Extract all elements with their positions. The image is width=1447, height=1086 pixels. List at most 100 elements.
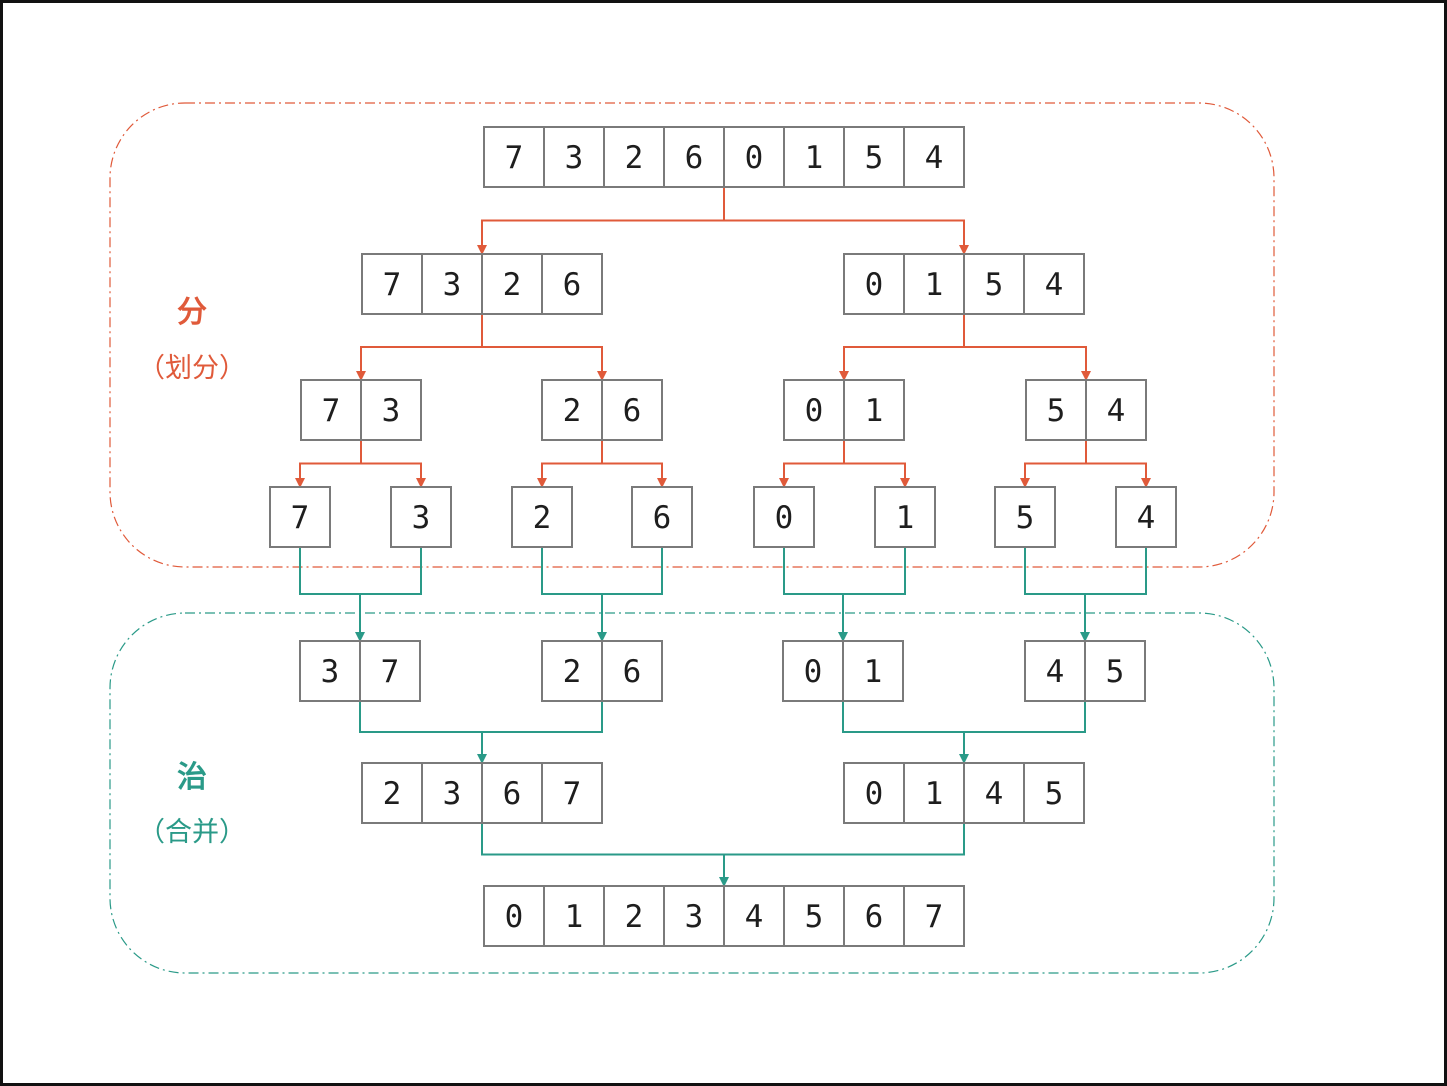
divide-arrow [839, 314, 965, 381]
cell-value: 4 [1107, 393, 1126, 429]
cell-value: 5 [1047, 393, 1066, 429]
divide-arrow [537, 440, 603, 488]
merge-connector [842, 701, 1086, 733]
divide-arrow [477, 187, 725, 255]
merge-connector [783, 547, 906, 595]
divide-array: 5 [994, 486, 1056, 548]
cell-value: 1 [805, 140, 824, 176]
array-cell [483, 126, 545, 188]
cell-value: 0 [745, 140, 764, 176]
array-cell [1025, 379, 1087, 441]
cell-value: 0 [865, 267, 884, 303]
array-cell [903, 126, 965, 188]
cell-value: 0 [865, 776, 884, 812]
cell-value: 0 [775, 500, 794, 536]
divide-array: 1 [874, 486, 936, 548]
cell-value: 1 [565, 899, 584, 935]
array-cell [963, 253, 1025, 315]
array-cell [903, 885, 965, 947]
connectors [295, 187, 1151, 887]
cell-value: 3 [412, 500, 431, 536]
cell-value: 5 [1106, 654, 1125, 690]
cell-value: 7 [381, 654, 400, 690]
array-cell [723, 126, 785, 188]
cell-value: 2 [563, 393, 582, 429]
cell-value: 3 [321, 654, 340, 690]
cell-value: 7 [322, 393, 341, 429]
cell-value: 6 [653, 500, 672, 536]
array-cell [421, 253, 483, 315]
divide-arrow [295, 440, 362, 488]
array-cell [603, 126, 665, 188]
cell-value: 7 [505, 140, 524, 176]
cell-value: 4 [1137, 500, 1156, 536]
cell-value: 5 [1016, 500, 1035, 536]
cell-value: 2 [625, 899, 644, 935]
array-cell [481, 762, 543, 824]
array-cell [663, 885, 725, 947]
array-cell [601, 379, 663, 441]
array-cell [843, 253, 905, 315]
cell-value: 4 [925, 140, 944, 176]
divide-array: 7 [269, 486, 331, 548]
cell-value: 3 [685, 899, 704, 935]
cell-value: 6 [563, 267, 582, 303]
divide-arrow [779, 440, 845, 488]
cell-value: 2 [383, 776, 402, 812]
divide-arrow [356, 314, 483, 381]
merge-connector [481, 823, 965, 856]
divide-arrow [482, 346, 607, 381]
cell-value: 7 [925, 899, 944, 935]
array-cell [1023, 253, 1085, 315]
cell-value: 1 [925, 776, 944, 812]
cell-value: 3 [443, 776, 462, 812]
divide-arrow [844, 462, 910, 488]
conquer-region [109, 612, 1275, 974]
cell-value: 1 [864, 654, 883, 690]
cell-value: 5 [1045, 776, 1064, 812]
array-cell [783, 885, 845, 947]
cell-value: 7 [291, 500, 310, 536]
array-cell [843, 126, 905, 188]
divide-arrow [724, 219, 969, 255]
array-cell [1115, 486, 1177, 548]
array-cell [963, 762, 1025, 824]
array-cell [994, 486, 1056, 548]
array-cell [300, 379, 362, 441]
cell-value: 2 [503, 267, 522, 303]
cell-value: 5 [805, 899, 824, 935]
cell-value: 4 [1046, 654, 1065, 690]
divide-arrow [1020, 440, 1087, 488]
divide-arrow [602, 462, 667, 488]
cell-value: 4 [1045, 267, 1064, 303]
cell-value: 5 [985, 267, 1004, 303]
cell-value: 3 [565, 140, 584, 176]
cell-value: 4 [745, 899, 764, 935]
merge-connector [359, 701, 603, 733]
array-cell [361, 762, 423, 824]
cell-value: 2 [625, 140, 644, 176]
conquer-title: 治 [177, 760, 207, 795]
array-cell [903, 253, 965, 315]
merge-connector [1024, 547, 1147, 595]
cell-value: 0 [805, 393, 824, 429]
array-cell [541, 640, 603, 702]
merge-connector [541, 547, 663, 595]
array-cell [541, 762, 603, 824]
array-cell [753, 486, 815, 548]
array-cell [1084, 640, 1146, 702]
cell-value: 6 [503, 776, 522, 812]
